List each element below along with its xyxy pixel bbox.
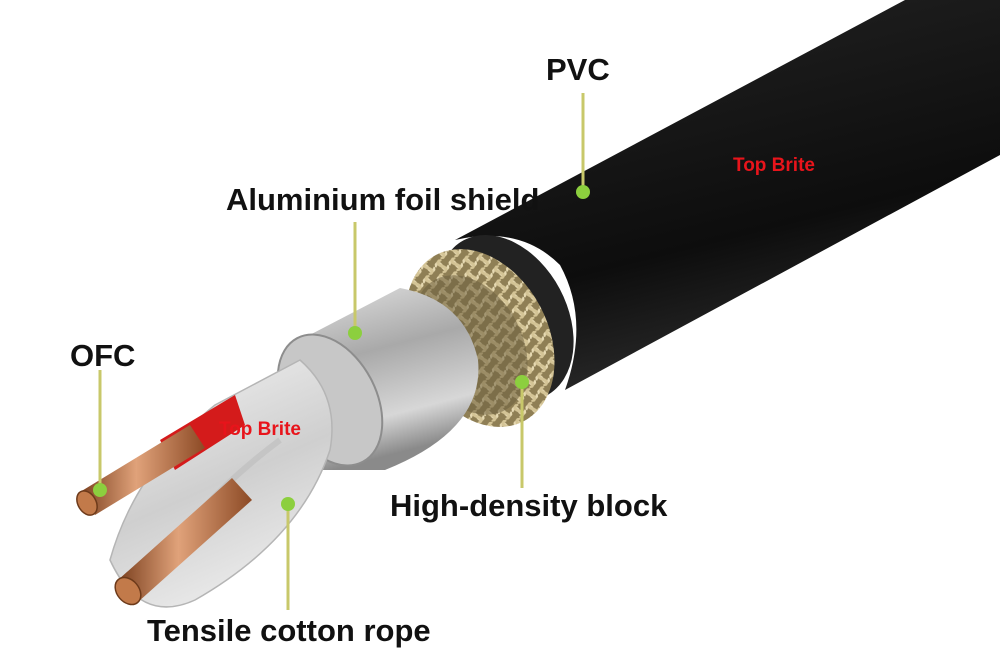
brand-mark-jacket: Top Brite (733, 155, 815, 176)
brand-mark-conductor: Top Brite (219, 419, 301, 440)
label-high-density-block: High-density block (390, 488, 668, 523)
label-aluminium-foil-shield: Aluminium foil shield (226, 182, 540, 217)
label-tensile-cotton-rope: Tensile cotton rope (147, 613, 431, 648)
callout-lines (98, 93, 585, 610)
copper-conductor-1 (80, 425, 205, 515)
copper-conductor-2 (118, 478, 252, 602)
callout-dots (93, 185, 590, 511)
label-pvc: PVC (546, 52, 610, 87)
pvc-jacket (455, 0, 1000, 390)
label-ofc: OFC (70, 338, 136, 373)
